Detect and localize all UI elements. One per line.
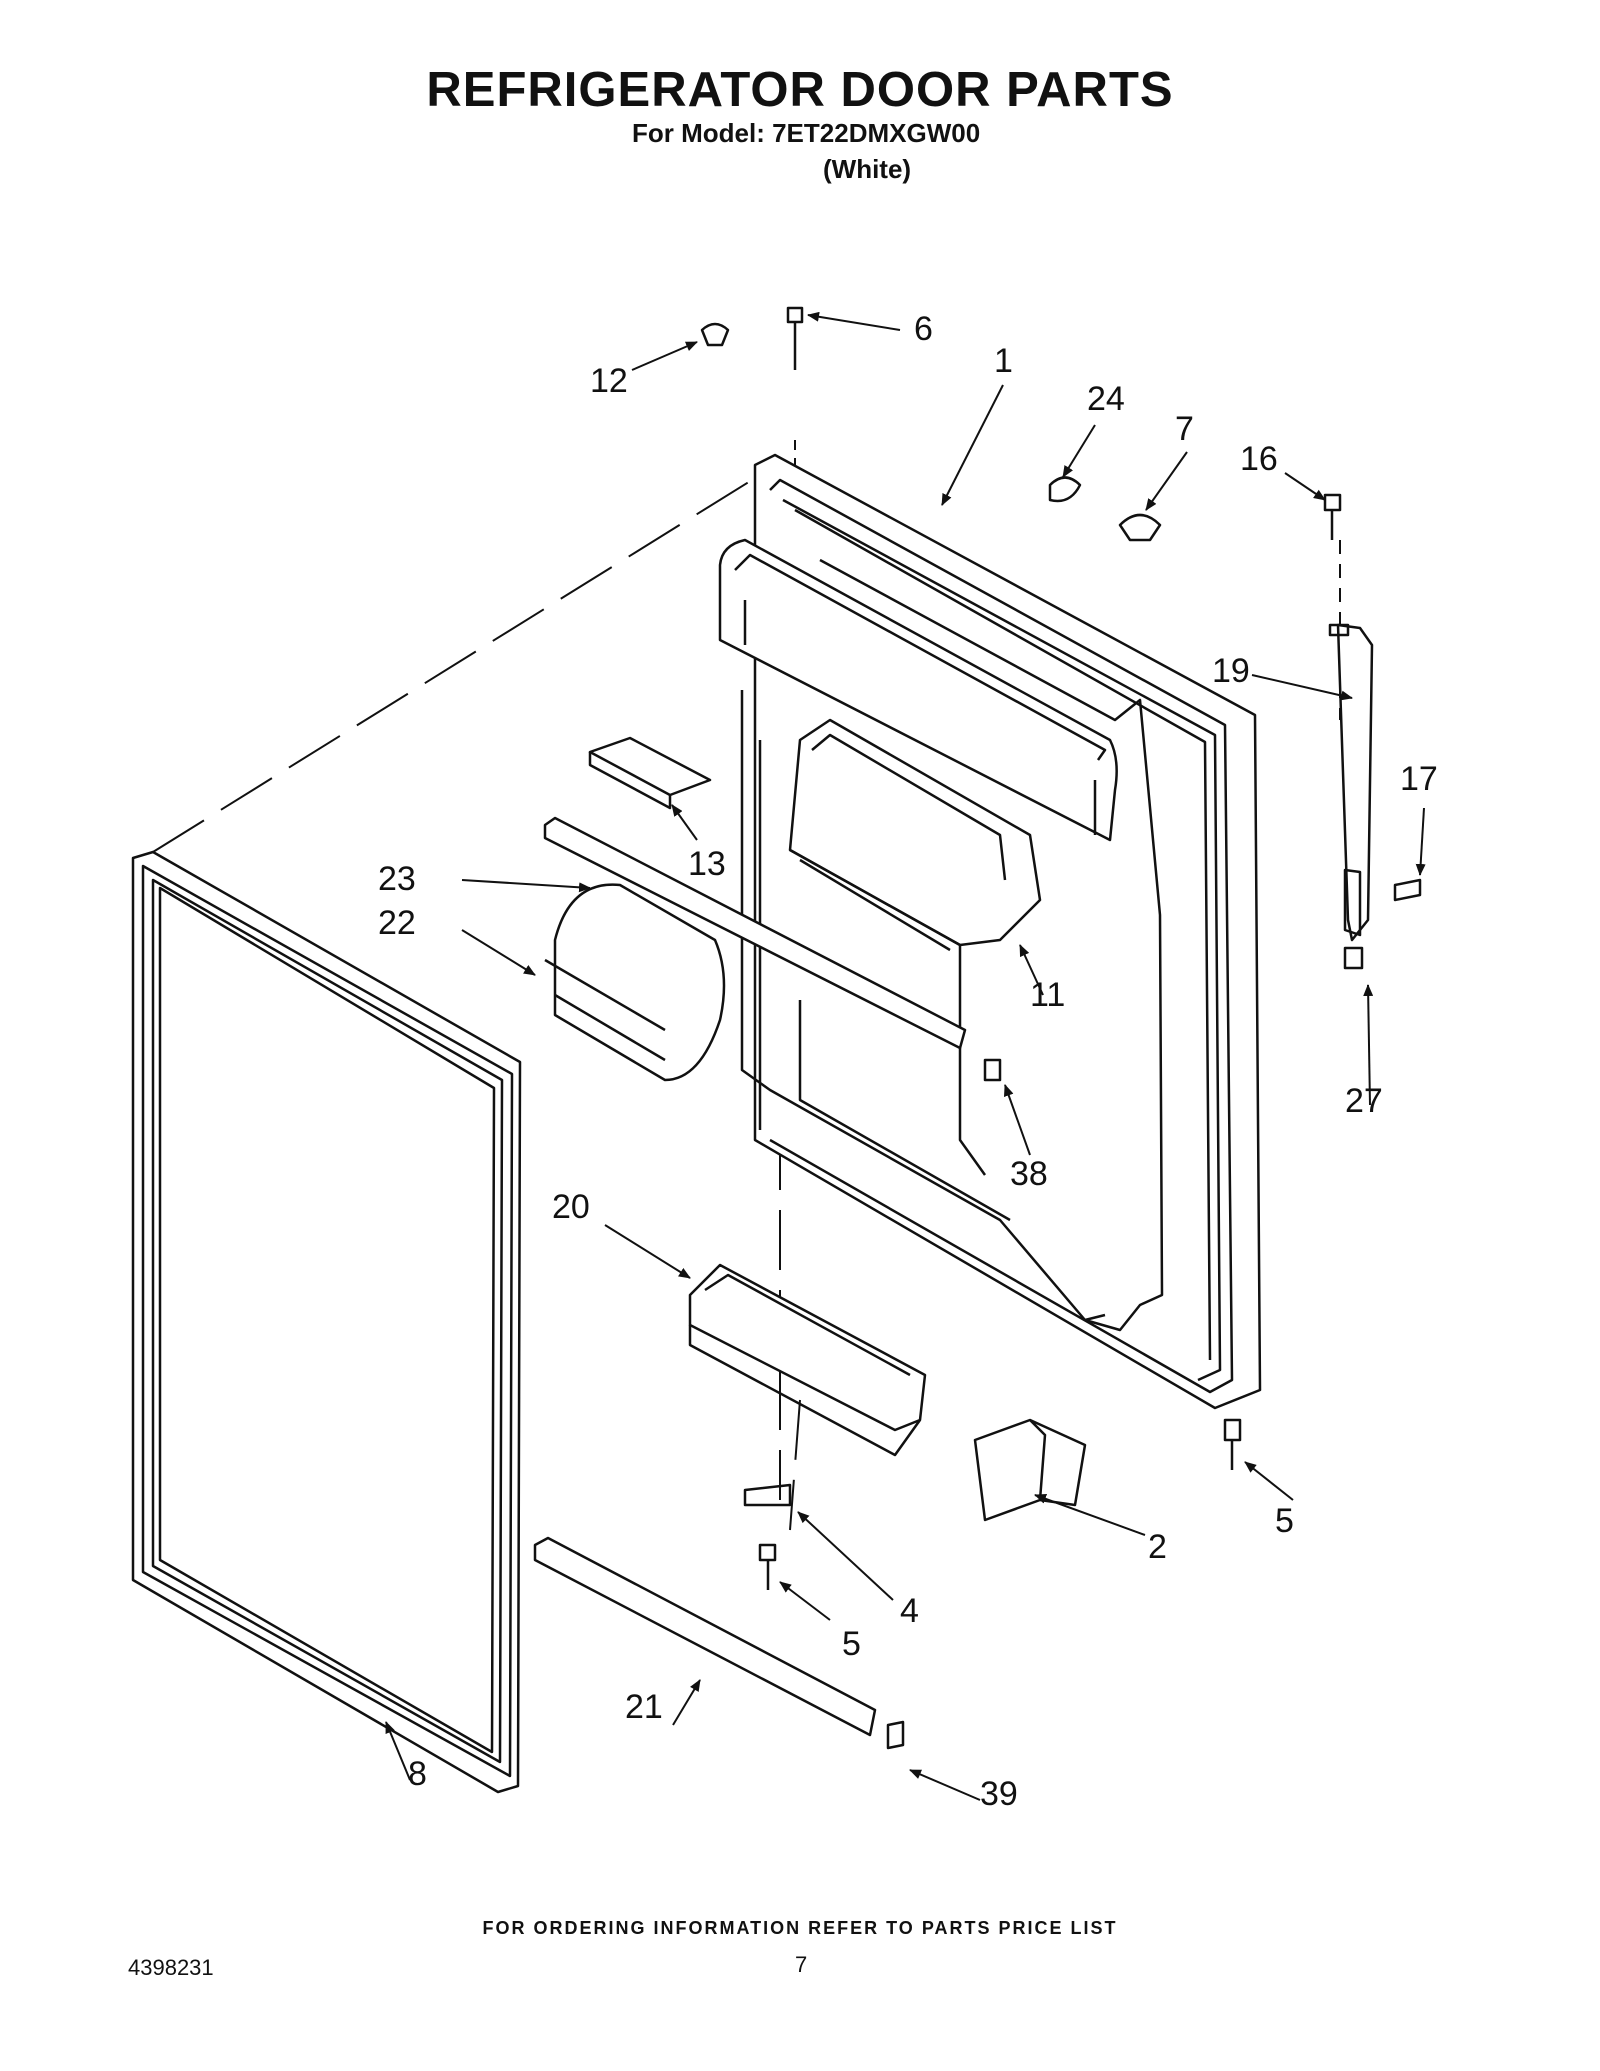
callout-5-right: 5 xyxy=(1275,1502,1294,1540)
callout-38: 38 xyxy=(1010,1155,1048,1193)
upper-shelf xyxy=(718,538,1118,842)
door-bin-20 xyxy=(688,1263,927,1457)
shelf-rail xyxy=(543,816,967,1050)
document-number: 4398231 xyxy=(128,1955,214,1980)
ordering-note: FOR ORDERING INFORMATION REFER TO PARTS … xyxy=(482,1918,1118,1938)
callout-4: 4 xyxy=(900,1592,919,1630)
door-handle xyxy=(1328,623,1374,942)
callout-27: 27 xyxy=(1345,1082,1383,1120)
callout-20: 20 xyxy=(552,1188,590,1226)
callout-21: 21 xyxy=(625,1688,663,1726)
bottom-trim xyxy=(533,1536,877,1737)
callout-11: 11 xyxy=(1030,976,1065,1014)
dairy-bin xyxy=(788,718,1042,952)
callouts: 12 6 1 24 7 16 19 17 13 23 22 11 27 38 2… xyxy=(378,310,1438,1813)
callout-39: 39 xyxy=(980,1775,1018,1813)
door-bin-22 xyxy=(544,883,726,1082)
callout-5-bottom: 5 xyxy=(842,1625,861,1663)
callout-23: 23 xyxy=(378,860,416,898)
callout-24: 24 xyxy=(1087,380,1125,418)
callout-7: 7 xyxy=(1175,410,1194,448)
callout-13: 13 xyxy=(688,845,726,883)
callout-12: 12 xyxy=(590,362,628,400)
leader-lines xyxy=(385,311,1426,1801)
page-title: REFRIGERATOR DOOR PARTS xyxy=(426,63,1174,117)
model-color: (White) xyxy=(823,154,912,184)
callout-8: 8 xyxy=(408,1755,427,1793)
callout-22: 22 xyxy=(378,904,416,942)
callout-6: 6 xyxy=(914,310,933,348)
door-gasket xyxy=(131,850,522,1794)
page-number: 7 xyxy=(795,1952,808,1977)
model-number: For Model: 7ET22DMXGW00 xyxy=(632,118,981,148)
butter-cover xyxy=(588,736,712,810)
callout-16: 16 xyxy=(1240,440,1278,478)
hardware xyxy=(700,306,1422,1750)
hinge-cover xyxy=(973,1418,1087,1522)
callout-19: 19 xyxy=(1212,652,1250,690)
callout-17: 17 xyxy=(1400,760,1438,798)
callout-2: 2 xyxy=(1148,1528,1167,1566)
callout-1: 1 xyxy=(994,342,1013,380)
